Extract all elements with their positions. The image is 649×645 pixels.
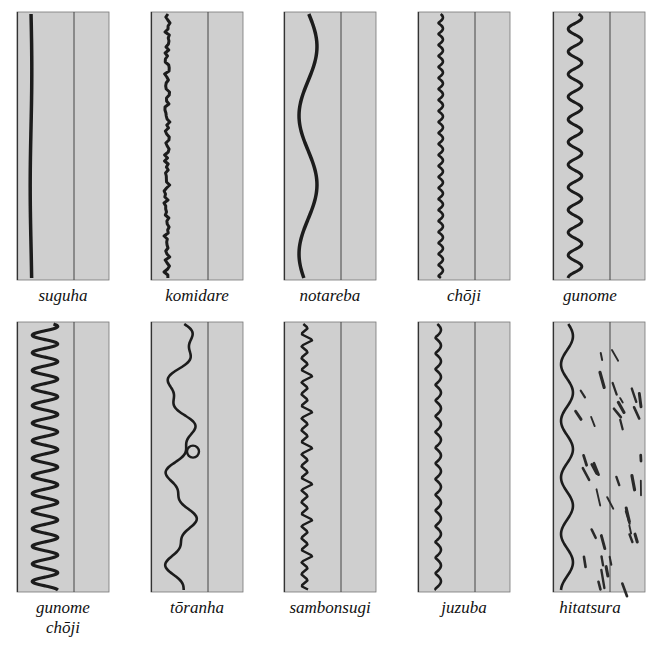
tobiyaki-patch bbox=[584, 455, 587, 465]
blade-panel bbox=[17, 12, 109, 280]
tobiyaki-patch bbox=[592, 530, 596, 538]
hamon-name: chōji bbox=[409, 286, 519, 306]
hamon-name: tōranha bbox=[142, 598, 252, 618]
hamon-line bbox=[164, 14, 170, 278]
tobiyaki-patch bbox=[584, 557, 586, 567]
tobiyaki-patch bbox=[581, 391, 585, 398]
ridge-line bbox=[208, 12, 209, 280]
tobiyaki-patch bbox=[598, 582, 600, 590]
tobiyaki-patch bbox=[594, 463, 599, 474]
hamon-name: sambonsugi bbox=[275, 598, 385, 618]
tobiyaki-patch bbox=[607, 497, 613, 508]
tobiyaki-patch bbox=[639, 455, 642, 461]
tobiyaki-patch bbox=[601, 570, 604, 588]
blade-panel bbox=[151, 12, 243, 280]
hamon-name: hitatsura bbox=[535, 598, 645, 618]
tobiyaki-patch bbox=[629, 525, 631, 533]
tobiyaki-patch bbox=[612, 350, 618, 361]
hamon-line bbox=[30, 14, 32, 278]
tobiyaki-patch bbox=[610, 557, 612, 565]
tobiyaki-patch bbox=[601, 353, 602, 360]
hamon-line bbox=[568, 14, 582, 278]
ridge-line bbox=[341, 12, 342, 280]
hamon-name: gunome chōji bbox=[28, 598, 98, 638]
tobiyaki-patch bbox=[583, 468, 589, 480]
tobiyaki-patch bbox=[640, 481, 642, 496]
blade-panel bbox=[553, 322, 645, 596]
tobiyaki-patch bbox=[596, 489, 600, 505]
ridge-line bbox=[341, 322, 342, 592]
hamon-line bbox=[299, 14, 317, 278]
ridge-line bbox=[610, 12, 611, 280]
hamon-island bbox=[187, 446, 199, 458]
hamon-line bbox=[302, 324, 312, 590]
tobiyaki-patch bbox=[602, 556, 604, 565]
tobiyaki-patch bbox=[576, 411, 581, 419]
blade-panel bbox=[553, 12, 645, 280]
ridge-line bbox=[74, 322, 75, 592]
tobiyaki-patch bbox=[614, 409, 621, 417]
hamon-name: juzuba bbox=[409, 598, 519, 618]
tobiyaki-patch bbox=[622, 584, 627, 596]
hamon-name: notareba bbox=[275, 286, 385, 306]
tobiyaki-patch bbox=[606, 567, 608, 576]
tobiyaki-patch bbox=[634, 407, 639, 418]
tobiyaki-patch bbox=[600, 372, 604, 387]
hamon-name: komidare bbox=[142, 286, 252, 306]
tobiyaki-patch bbox=[632, 389, 636, 402]
ridge-line bbox=[610, 322, 611, 592]
tobiyaki-patch bbox=[632, 476, 635, 490]
blade-panel bbox=[17, 322, 109, 592]
blade-panel bbox=[284, 12, 376, 280]
hamon-line bbox=[32, 324, 58, 590]
tobiyaki-patch bbox=[616, 477, 619, 485]
tobiyaki-patch bbox=[620, 420, 622, 430]
tobiyaki-patch bbox=[620, 398, 623, 402]
blade-panel bbox=[418, 322, 510, 592]
hamon-name: gunome bbox=[535, 286, 645, 306]
tobiyaki-patch bbox=[635, 534, 637, 542]
tobiyaki-patch bbox=[630, 534, 633, 542]
blade-panel bbox=[151, 322, 243, 592]
tobiyaki-patch bbox=[639, 393, 641, 406]
ridge-line bbox=[475, 12, 476, 280]
hamon-line bbox=[438, 14, 442, 278]
ridge-line bbox=[74, 12, 75, 280]
tobiyaki-patch bbox=[591, 417, 595, 426]
hamon-name: suguha bbox=[8, 286, 118, 306]
tobiyaki-patch bbox=[601, 536, 605, 549]
blade-panel bbox=[284, 322, 376, 592]
blade-panel bbox=[418, 12, 510, 280]
tobiyaki-patch bbox=[626, 508, 629, 522]
ridge-line bbox=[475, 322, 476, 592]
tobiyaki-patch bbox=[613, 383, 617, 395]
ridge-line bbox=[208, 322, 209, 592]
tobiyaki-patch bbox=[618, 402, 624, 412]
hamon-line bbox=[435, 324, 441, 590]
